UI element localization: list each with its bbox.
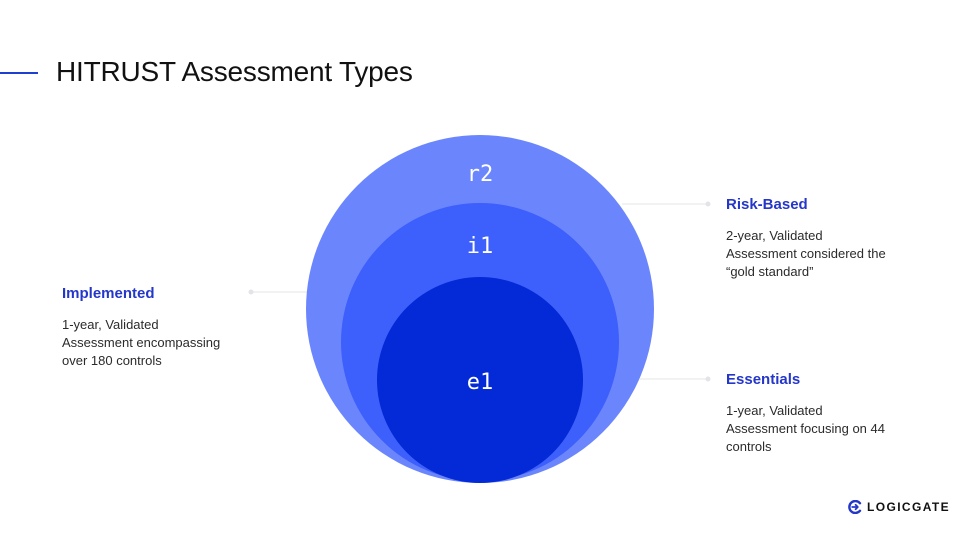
callout-risk-based-text: 2-year, Validated Assessment considered … xyxy=(726,227,926,281)
circle-label-e1: e1 xyxy=(467,370,494,395)
circle-label-i1: i1 xyxy=(467,234,494,259)
logicgate-logo-text: LOGICGATE xyxy=(867,500,951,514)
callout-implemented-title: Implemented xyxy=(62,285,155,302)
callout-risk-based-line: Assessment considered the xyxy=(726,246,886,261)
title-accent-line xyxy=(0,72,38,74)
callout-risk-based: Risk-Based 2-year, Validated Assessment … xyxy=(726,196,926,281)
callout-risk-based-line: “gold standard” xyxy=(726,264,814,279)
logicgate-logo: LOGICGATE xyxy=(848,500,950,514)
callout-implemented-line: Assessment encompassing xyxy=(62,335,221,350)
connector-dot-risk-based xyxy=(705,201,711,207)
callout-essentials-line: controls xyxy=(726,439,772,454)
callout-essentials-title: Essentials xyxy=(726,371,801,388)
callout-essentials: Essentials 1-year, Validated Assessment … xyxy=(726,371,926,456)
connector-dot-implemented xyxy=(248,289,254,295)
circle-e1 xyxy=(377,277,583,483)
callout-essentials-line: 1-year, Validated xyxy=(726,403,823,418)
connector-dot-essentials xyxy=(705,376,711,382)
callout-implemented-text: 1-year, Validated Assessment encompassin… xyxy=(62,316,262,370)
callout-implemented: Implemented 1-year, Validated Assessment… xyxy=(62,285,262,370)
callout-risk-based-title: Risk-Based xyxy=(726,196,808,213)
callout-risk-based-line: 2-year, Validated xyxy=(726,228,823,243)
callout-essentials-line: Assessment focusing on 44 xyxy=(726,421,885,436)
callout-implemented-line: 1-year, Validated xyxy=(62,317,159,332)
circle-label-r2: r2 xyxy=(467,162,494,187)
callout-implemented-line: over 180 controls xyxy=(62,353,162,368)
logicgate-logo-icon xyxy=(848,500,862,514)
callout-essentials-text: 1-year, Validated Assessment focusing on… xyxy=(726,402,926,456)
page-title: HITRUST Assessment Types xyxy=(56,56,413,87)
